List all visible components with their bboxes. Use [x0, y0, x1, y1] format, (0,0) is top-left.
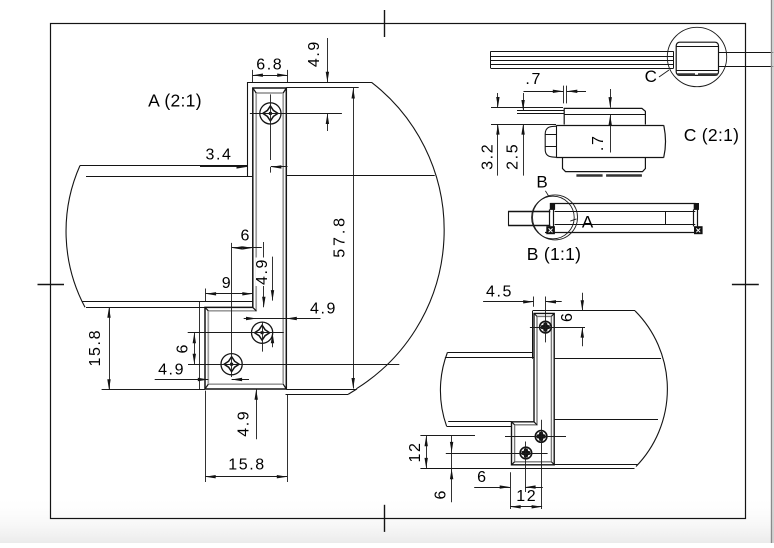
- svg-text:15.8: 15.8: [228, 457, 266, 474]
- svg-text:4.9: 4.9: [158, 361, 185, 378]
- svg-text:3.4: 3.4: [205, 147, 232, 164]
- svg-text:.7: .7: [590, 135, 607, 152]
- svg-text:6: 6: [174, 343, 191, 354]
- svg-text:4.9: 4.9: [310, 300, 337, 317]
- svg-text:4.5: 4.5: [486, 283, 513, 300]
- svg-text:A (2:1): A (2:1): [148, 91, 202, 111]
- svg-text:12: 12: [407, 442, 424, 463]
- svg-text:15.8: 15.8: [87, 329, 104, 367]
- svg-text:6: 6: [559, 311, 576, 322]
- svg-text:2.5: 2.5: [505, 143, 522, 170]
- svg-text:57.8: 57.8: [332, 215, 349, 258]
- svg-text:C (2:1): C (2:1): [684, 125, 740, 145]
- svg-text:6: 6: [241, 228, 252, 245]
- svg-text:B: B: [536, 172, 548, 191]
- svg-text:4.9: 4.9: [254, 258, 271, 285]
- svg-text:4.9: 4.9: [235, 410, 252, 437]
- svg-text:C: C: [645, 67, 658, 86]
- svg-text:6: 6: [433, 489, 450, 500]
- svg-text:3.2: 3.2: [480, 143, 497, 170]
- svg-text:.7: .7: [525, 71, 542, 88]
- svg-text:12: 12: [516, 488, 537, 505]
- svg-text:4.9: 4.9: [306, 40, 323, 67]
- svg-text:B (1:1): B (1:1): [527, 244, 582, 264]
- svg-text:A: A: [582, 213, 594, 232]
- svg-text:6: 6: [477, 469, 488, 486]
- svg-text:6.8: 6.8: [256, 56, 283, 73]
- svg-text:9: 9: [222, 275, 233, 292]
